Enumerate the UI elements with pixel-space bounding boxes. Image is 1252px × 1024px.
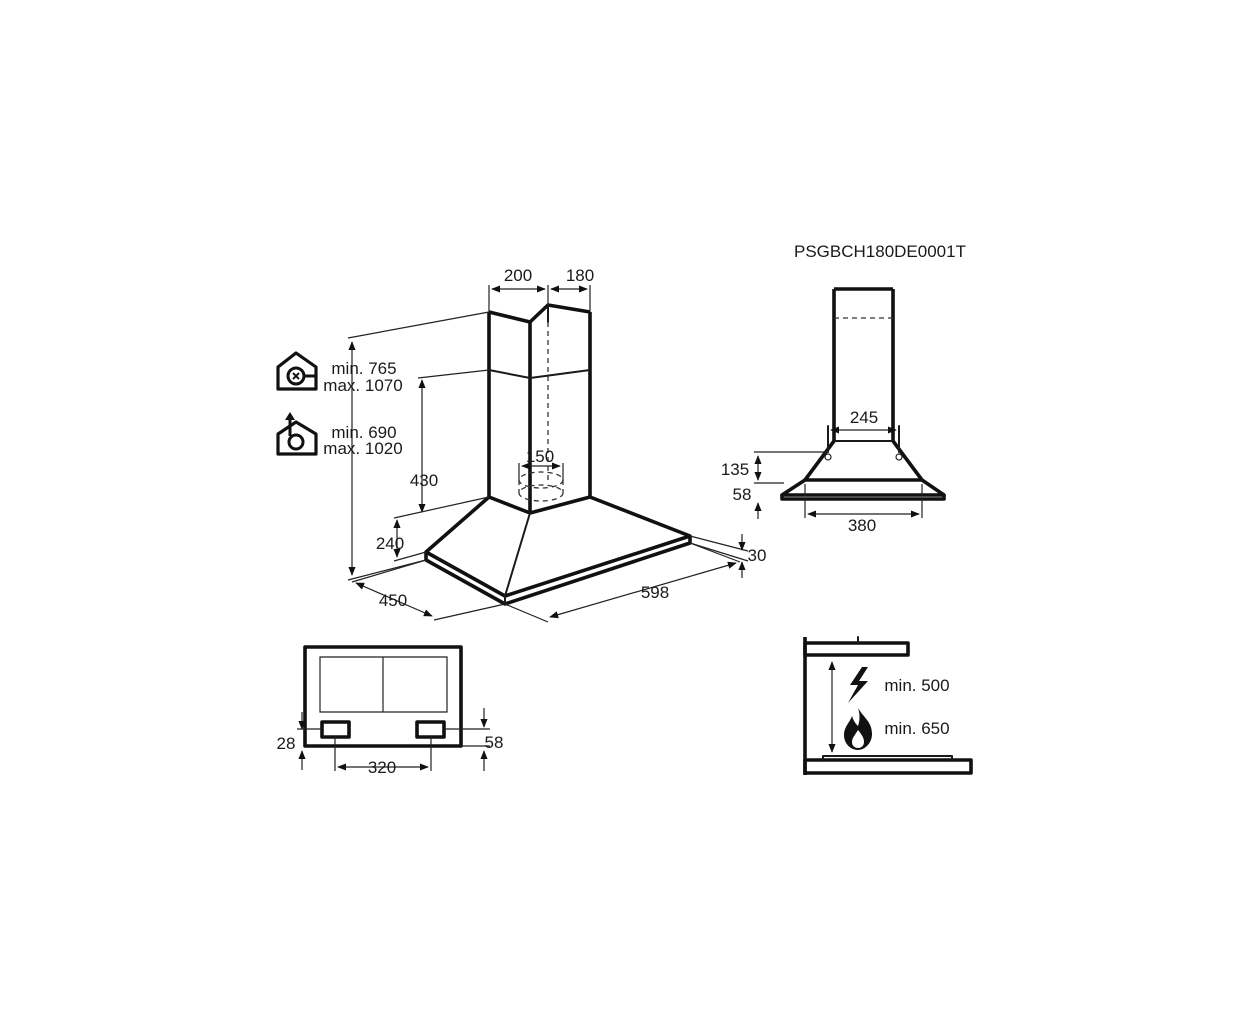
dim-canopy-height: 240 bbox=[376, 534, 404, 553]
dim-right-offset: 58 bbox=[485, 733, 504, 752]
dim-hood-depth: 450 bbox=[379, 591, 407, 610]
dim-chimney-depth: 180 bbox=[566, 266, 594, 285]
dim-bracket-offset: 58 bbox=[733, 485, 752, 504]
side-view: PSGBCH180DE0001T 245 135 58 380 bbox=[721, 242, 966, 535]
gas-hob-clearance: min. 650 bbox=[884, 719, 949, 738]
dim-duct-diameter: 150 bbox=[526, 447, 554, 466]
lightning-icon bbox=[848, 667, 868, 703]
dim-bracket-height: 135 bbox=[721, 460, 749, 479]
dim-left-offset: 28 bbox=[277, 734, 296, 753]
install-view: min. 500 min. 650 bbox=[803, 636, 973, 775]
extraction-house-icon bbox=[276, 351, 318, 391]
dim-chimney-lower-height: 430 bbox=[410, 471, 438, 490]
dim-hood-width: 598 bbox=[641, 583, 669, 602]
flame-icon bbox=[844, 708, 872, 750]
main-hood-view: 200 180 150 430 240 450 598 30 bbox=[276, 266, 767, 623]
extraction-max: max. 1070 bbox=[323, 376, 402, 395]
recirculation-min: min. 690 bbox=[331, 423, 396, 442]
dim-chimney-width: 200 bbox=[504, 266, 532, 285]
duct-outlet bbox=[518, 471, 564, 502]
electric-hob-clearance: min. 500 bbox=[884, 676, 949, 695]
model-code: PSGBCH180DE0001T bbox=[794, 242, 966, 261]
dim-front-edge-height: 30 bbox=[748, 546, 767, 565]
extraction-min: min. 765 bbox=[331, 359, 396, 378]
dim-side-chimney-width: 245 bbox=[850, 408, 878, 427]
dim-hole-distance: 380 bbox=[848, 516, 876, 535]
chimney bbox=[487, 303, 592, 513]
dim-hole-spacing: 320 bbox=[368, 758, 396, 777]
recirculation-house-icon bbox=[276, 412, 318, 456]
recirculation-max: max. 1020 bbox=[323, 439, 402, 458]
bottom-view: 28 58 320 bbox=[277, 645, 504, 777]
